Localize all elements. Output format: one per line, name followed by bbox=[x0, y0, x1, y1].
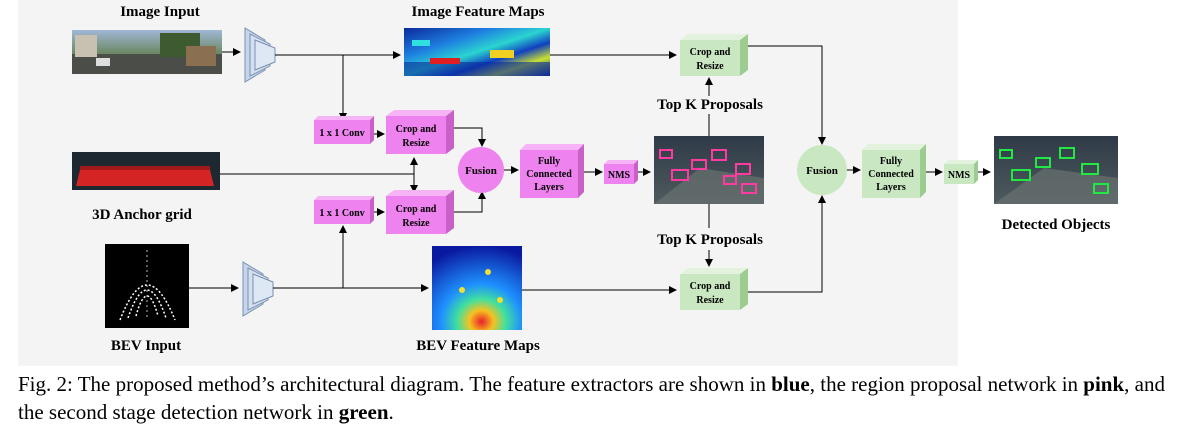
caption-pink: pink bbox=[1083, 372, 1125, 396]
fc-rpn-line3: Layers bbox=[534, 182, 564, 193]
detected-objects-image bbox=[994, 136, 1118, 204]
fusion-rpn-text: Fusion bbox=[465, 165, 497, 177]
caption-part-4: . bbox=[388, 400, 394, 424]
crop-rpn-top-line2: Resize bbox=[402, 138, 430, 149]
bev-input-label: BEV Input bbox=[111, 338, 181, 354]
caption-part-3: , and the second stage detection network… bbox=[18, 372, 1165, 424]
nms-rpn-text: NMS bbox=[608, 170, 631, 181]
crop-resize-stage2-top: Crop and Resize bbox=[680, 34, 748, 76]
image-input-photo bbox=[72, 30, 222, 74]
nms-s2-text: NMS bbox=[948, 170, 971, 181]
crop-rpn-bottom-line2: Resize bbox=[402, 218, 430, 229]
crop-s2-top-line2: Resize bbox=[696, 61, 724, 72]
anchor-grid-label: 3D Anchor grid bbox=[92, 207, 192, 223]
bev-feature-extractor bbox=[242, 261, 274, 317]
fc-s2-line3: Layers bbox=[876, 182, 906, 193]
fully-connected-rpn: Fully Connected Layers bbox=[520, 144, 584, 198]
fully-connected-stage2: Fully Connected Layers bbox=[862, 144, 926, 198]
bev-input-image bbox=[105, 244, 189, 328]
detected-objects-label: Detected Objects bbox=[1002, 217, 1111, 233]
conv-bottom-text: 1 x 1 Conv bbox=[319, 208, 364, 219]
crop-rpn-bottom-line1: Crop and bbox=[396, 204, 437, 215]
figure-caption: Fig. 2: The proposed method’s architectu… bbox=[18, 370, 1183, 426]
crop-s2-top-line1: Crop and bbox=[690, 47, 731, 58]
top-k-proposals-lower-label: Top K Proposals bbox=[657, 232, 763, 248]
image-feature-maps-label: Image Feature Maps bbox=[411, 4, 544, 20]
fc-rpn-line2: Connected bbox=[526, 169, 572, 180]
bev-feature-map bbox=[432, 246, 522, 330]
architecture-diagram: Image Input Image Feature Maps 3D Anchor… bbox=[18, 0, 1118, 366]
fusion-rpn: Fusion bbox=[458, 147, 504, 193]
anchor-grid-image bbox=[72, 152, 220, 190]
nms-stage2: NMS bbox=[944, 160, 978, 184]
conv-1x1-top: 1 x 1 Conv bbox=[314, 116, 374, 144]
caption-blue: blue bbox=[771, 372, 810, 396]
conv-top-text: 1 x 1 Conv bbox=[319, 128, 364, 139]
image-input-label: Image Input bbox=[120, 4, 200, 20]
crop-resize-stage2-bottom: Crop and Resize bbox=[680, 268, 748, 310]
image-feature-extractor bbox=[244, 27, 276, 83]
crop-s2-bottom-line2: Resize bbox=[696, 295, 724, 306]
crop-resize-rpn-top: Crop and Resize bbox=[386, 110, 454, 154]
image-feature-map bbox=[404, 28, 550, 76]
fc-rpn-line1: Fully bbox=[538, 156, 560, 167]
top-k-proposals-upper-label: Top K Proposals bbox=[657, 97, 763, 113]
fusion-s2-text: Fusion bbox=[806, 165, 838, 177]
bev-feature-maps-label: BEV Feature Maps bbox=[416, 338, 540, 354]
caption-part-2: , the region proposal network in bbox=[809, 372, 1084, 396]
caption-part-1: Fig. 2: The proposed method’s architectu… bbox=[18, 372, 772, 396]
connectors bbox=[189, 45, 991, 294]
nms-rpn: NMS bbox=[604, 160, 638, 184]
crop-rpn-top-line1: Crop and bbox=[396, 124, 437, 135]
conv-1x1-bottom: 1 x 1 Conv bbox=[314, 196, 374, 224]
crop-s2-bottom-line1: Crop and bbox=[690, 281, 731, 292]
caption-green: green bbox=[338, 400, 389, 424]
fusion-stage2: Fusion bbox=[797, 145, 847, 195]
fc-s2-line2: Connected bbox=[868, 169, 914, 180]
crop-resize-rpn-bottom: Crop and Resize bbox=[386, 190, 454, 234]
fc-s2-line1: Fully bbox=[880, 156, 902, 167]
proposals-scene-image bbox=[654, 136, 764, 204]
